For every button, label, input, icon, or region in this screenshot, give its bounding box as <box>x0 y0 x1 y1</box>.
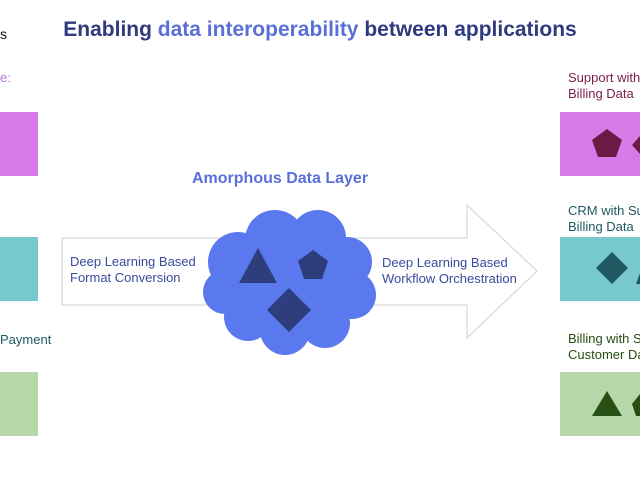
layer-label: Amorphous Data Layer <box>192 170 369 187</box>
right-item1-line1: Support with <box>568 70 640 85</box>
orchestration-line1: Deep Learning Based <box>382 255 508 270</box>
right-item1-line2: Billing Data <box>568 86 634 101</box>
pentagon-icon <box>298 250 328 279</box>
right-item2-line2: Billing Data <box>568 219 634 234</box>
pentagon-icon <box>592 129 622 157</box>
left-header-fragment: s <box>0 26 7 42</box>
title-part2: between applications <box>358 18 577 41</box>
conversion-line2: Format Conversion <box>70 270 181 285</box>
page-title: Enabling data interoperability between a… <box>0 18 640 42</box>
pentagon-icon <box>632 394 640 416</box>
orchestration-label: Deep Learning Based Workflow Orchestrati… <box>382 255 517 287</box>
right-item2-label: CRM with Su Billing Data <box>568 203 640 235</box>
triangle-icon <box>592 391 622 416</box>
orchestration-line2: Workflow Orchestration <box>382 271 517 286</box>
title-accent: data interoperability <box>157 18 359 41</box>
left-label3-fragment: Payment <box>0 332 52 347</box>
left-purple-box <box>0 112 38 176</box>
left-teal-box <box>0 237 38 301</box>
right-item3-label: Billing with S Customer Da <box>568 331 640 363</box>
left-green-box <box>0 372 38 436</box>
title-part1: Enabling <box>63 18 158 41</box>
data-cloud <box>203 210 376 355</box>
conversion-line1: Deep Learning Based <box>70 254 196 269</box>
triangle-icon <box>239 248 277 283</box>
diamond-icon <box>632 136 640 154</box>
right-item3-line1: Billing with S <box>568 331 640 346</box>
diamond-icon <box>267 288 311 332</box>
right-item2-line1: CRM with Su <box>568 203 640 218</box>
triangle-icon <box>636 273 640 284</box>
right-item1-label: Support with Billing Data <box>568 70 640 102</box>
left-label1-fragment: e: <box>0 70 11 85</box>
conversion-label: Deep Learning Based Format Conversion <box>70 254 196 286</box>
right-item3-line2: Customer Da <box>568 347 640 362</box>
diamond-icon <box>596 252 628 284</box>
